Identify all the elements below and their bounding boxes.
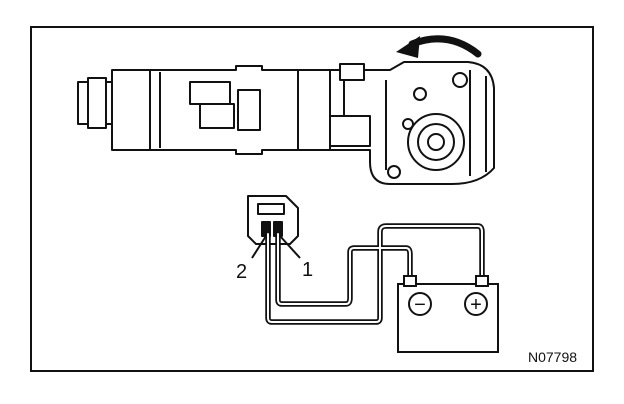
pin1-leader [279,235,301,259]
positive-terminal [464,292,488,316]
pin2-leader [251,235,267,259]
test-leads-inner [267,225,483,323]
pin1-label: 1 [302,259,313,281]
curved-arrow-icon [396,35,482,58]
negative-terminal [408,292,432,316]
figure-code: N07798 [528,349,577,365]
actuator-motor [77,61,495,185]
battery [397,275,499,353]
positive-symbol: + [470,294,482,316]
pin2-label: 2 [236,261,247,283]
connector-plug [247,195,299,245]
diagram-frame [30,26,594,372]
negative-symbol: − [414,294,426,316]
